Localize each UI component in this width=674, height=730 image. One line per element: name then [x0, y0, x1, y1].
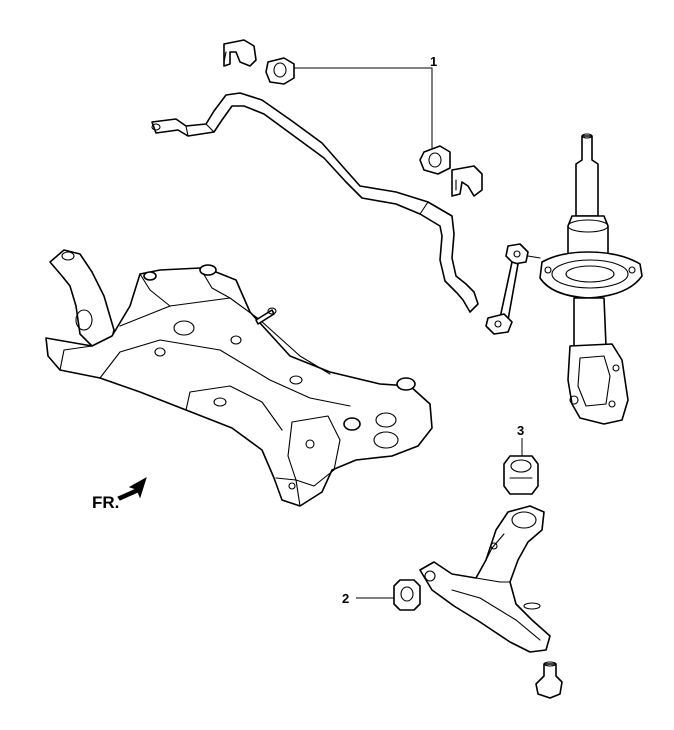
- stabilizer-bushing-upper: [265, 57, 295, 85]
- lower-arm-front-bushing: [393, 579, 421, 611]
- front-direction-label: FR.: [92, 493, 119, 512]
- stabilizer-bar: [151, 92, 479, 313]
- front-direction-indicator: FR.: [92, 476, 147, 512]
- lower-arm-rear-bushing: [503, 455, 539, 495]
- callout-2: 2: [342, 591, 349, 606]
- front-subframe: [45, 249, 433, 507]
- callout-1: 1: [430, 54, 437, 69]
- strut-assembly: [539, 133, 643, 425]
- stabilizer-bracket-upper: [223, 39, 257, 67]
- stabilizer-bracket-lower: [451, 165, 483, 197]
- stabilizer-bushing-lower: [419, 145, 451, 175]
- lower-control-arm: [419, 505, 551, 653]
- stabilizer-link: [485, 243, 541, 335]
- lower-ball-joint: [535, 661, 563, 699]
- front-direction-arrow: [117, 476, 147, 501]
- callout-3: 3: [517, 423, 524, 438]
- callout-1-leader: [294, 67, 433, 148]
